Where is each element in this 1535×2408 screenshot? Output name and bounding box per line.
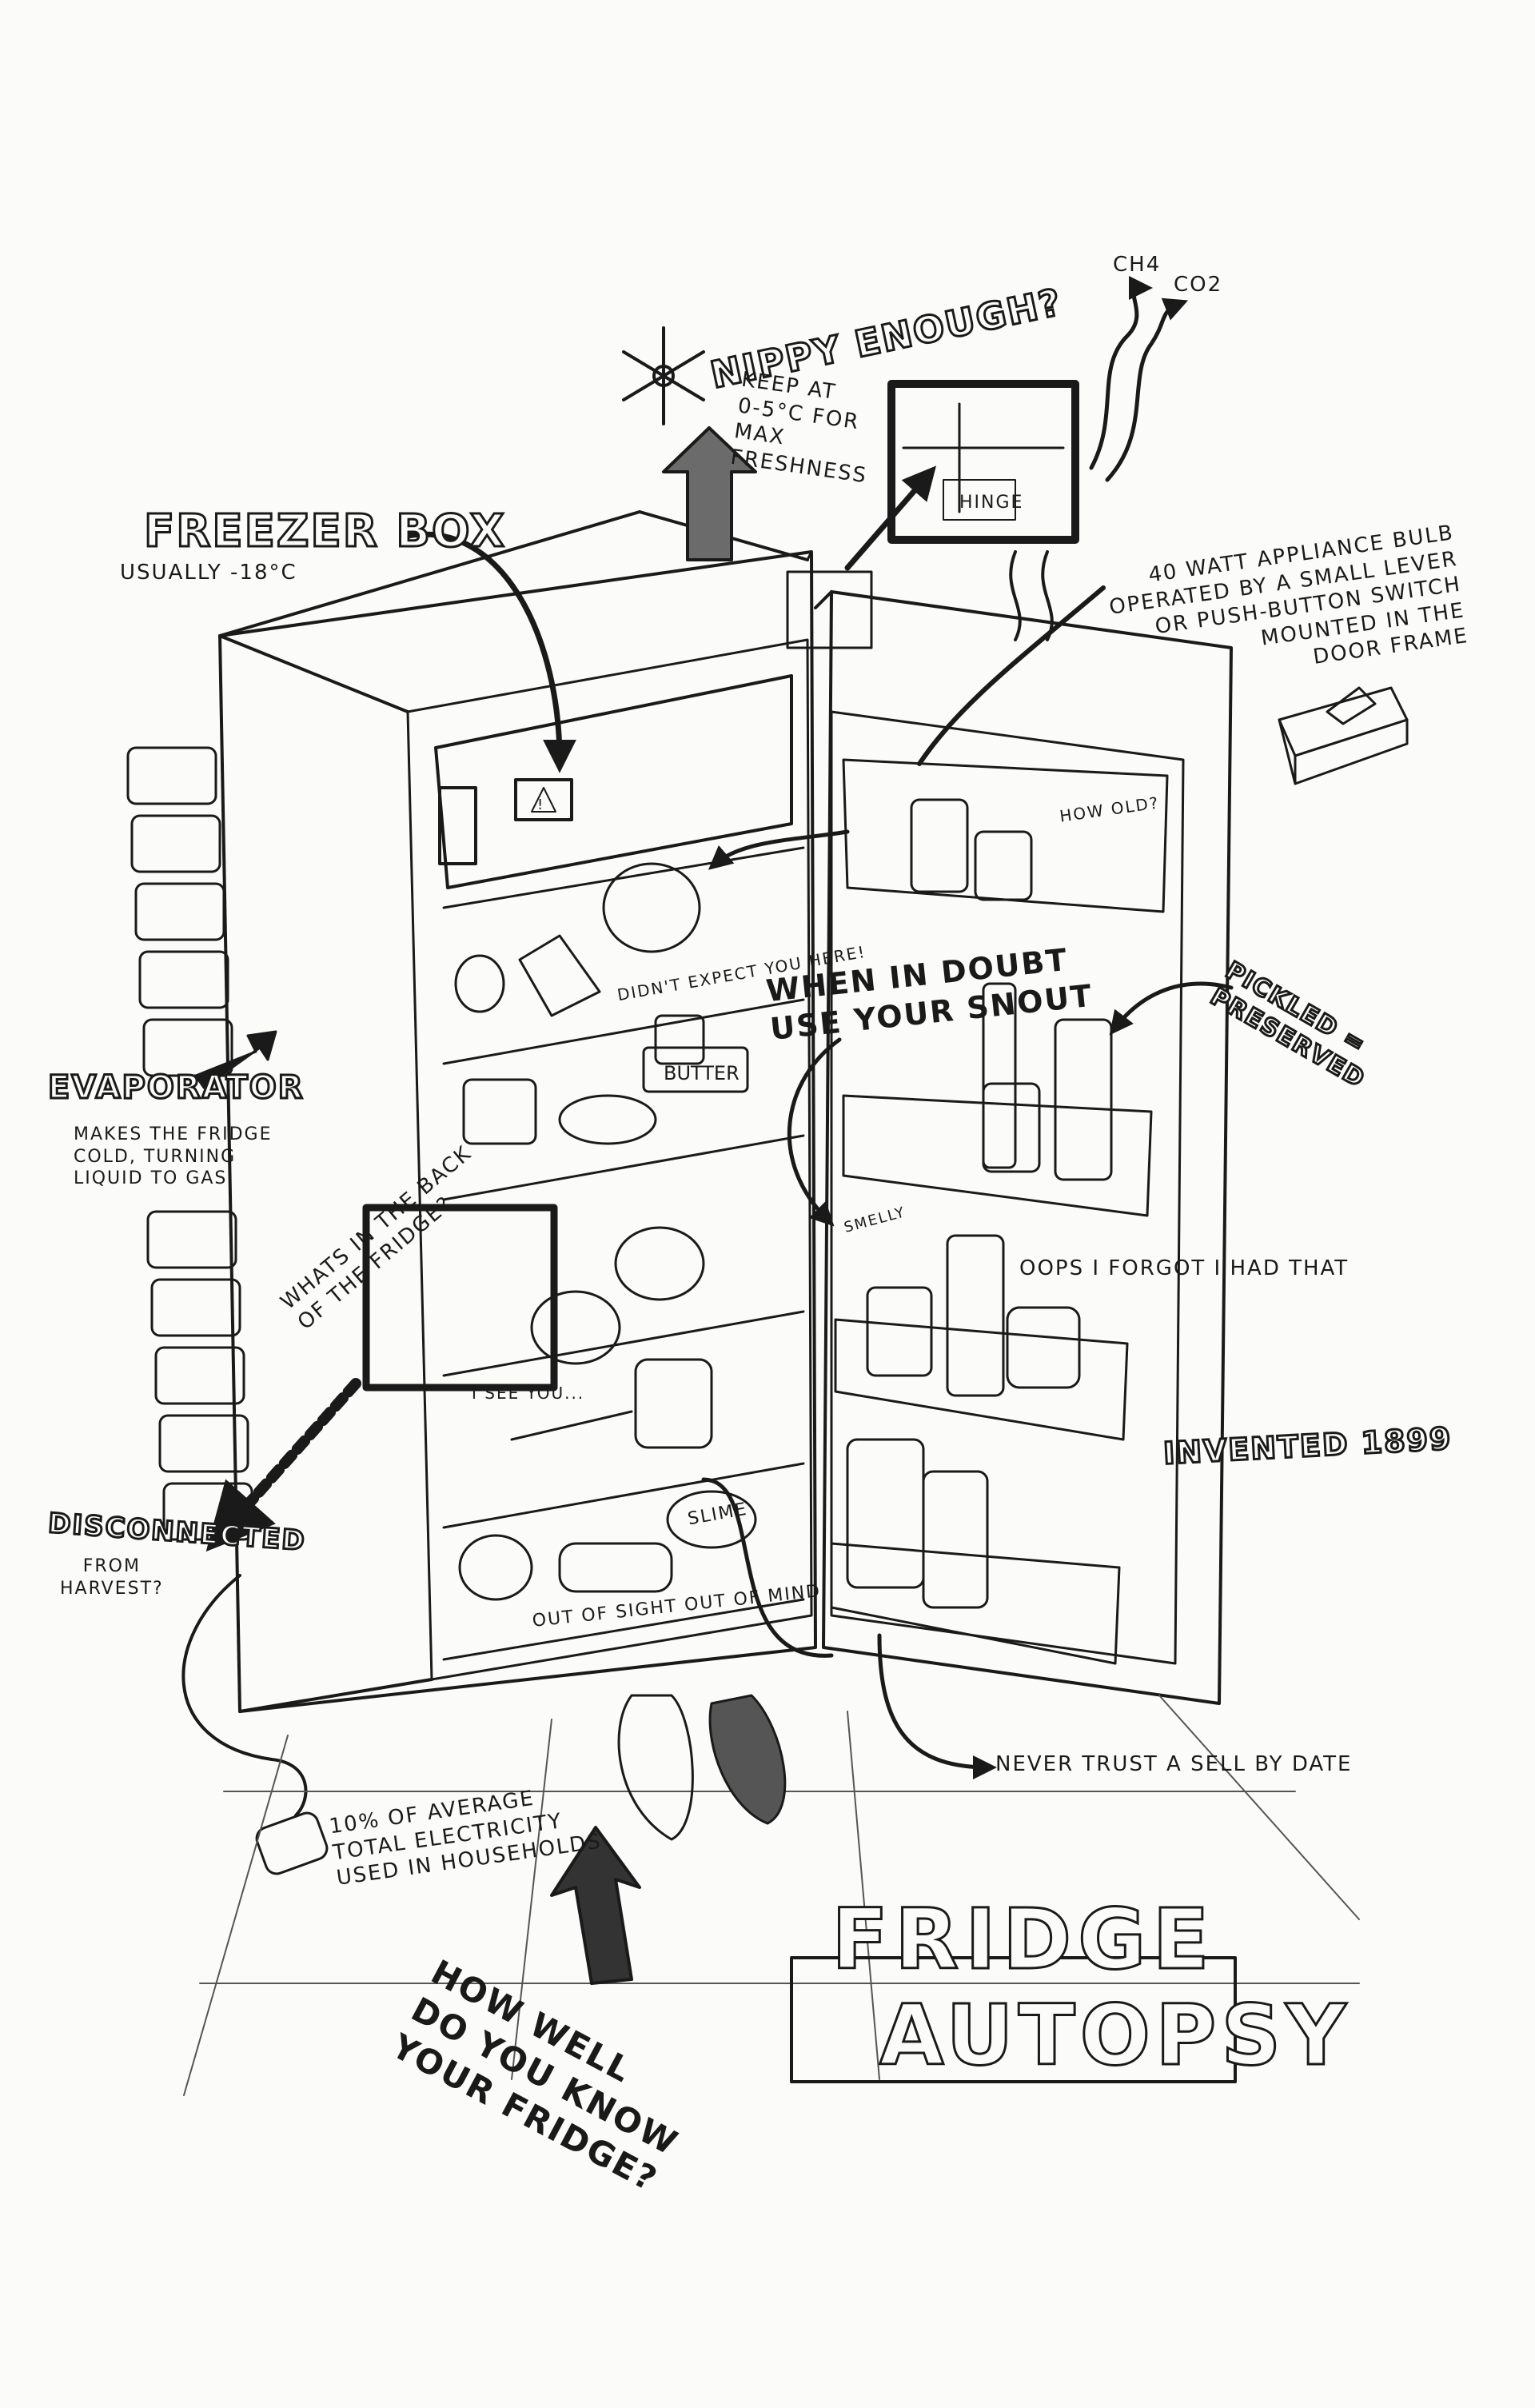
freezer-box-label: FREEZER BOX [143, 505, 506, 559]
hinge-zoom-box [887, 380, 1079, 544]
from-harvest-label: FROM HARVEST? [60, 1556, 164, 1599]
sell-by-label: NEVER TRUST A SELL BY DATE [995, 1752, 1353, 1776]
svg-text:!: ! [537, 797, 543, 813]
power-cord [181, 1574, 308, 1817]
hinge-detail-box [786, 570, 873, 649]
title-autopsy: AUTOPSY [879, 1986, 1351, 2086]
fridge-body [218, 510, 817, 1713]
cold-up-arrow [662, 426, 757, 561]
oops-label: OOPS I FORGOT I HAD THAT [1019, 1256, 1350, 1280]
bulb-arrow [917, 585, 1106, 766]
svg-text:BUTTER: BUTTER [664, 1062, 740, 1084]
hinge-label: HINGE [959, 493, 1024, 513]
fridge-door [814, 590, 1233, 1705]
floor-tiles [183, 1695, 1360, 2096]
freezer-arrow [405, 531, 576, 773]
ch4-label: CH4 [1113, 253, 1162, 277]
title-frame [790, 1956, 1237, 2083]
keep-at-label: KEEP AT 0-5°C FOR MAX FRESHNESS [729, 367, 869, 488]
plug-icon [255, 1811, 329, 1875]
snowflake-icon [622, 326, 705, 425]
i-see-you-label: I SEE YOU... [472, 1384, 585, 1403]
footprints-icon [617, 1694, 787, 1841]
pickled-arrow [1109, 981, 1234, 1036]
out-of-sight-line [701, 1477, 834, 1658]
evaporator-arrow [194, 1030, 277, 1089]
disconnected-arrow [205, 1378, 361, 1552]
how-well-arrow [550, 1826, 641, 1985]
fridge-contents: BUTTER [454, 862, 757, 1601]
fridge-shelves [442, 846, 805, 1661]
sell-by-arrow [877, 1633, 997, 1779]
freezer-temp-label: USUALLY -18°C [120, 561, 297, 585]
light-switch-icon [1278, 686, 1409, 785]
evaporator-label: EVAPORATOR [47, 1068, 305, 1108]
freezer-compartment: ! [434, 674, 793, 889]
evaporator-desc-label: MAKES THE FRIDGE COLD, TURNING LIQUID TO… [74, 1124, 273, 1188]
co2-label: CO2 [1174, 273, 1223, 297]
gas-co2-line [1105, 298, 1189, 482]
title-fridge: FRIDGE [831, 1890, 1216, 1990]
back-of-fridge-box [362, 1204, 558, 1392]
gas-ch4-line [1089, 276, 1153, 470]
snout-arrow [787, 1037, 842, 1227]
door-contents [846, 798, 1113, 1609]
